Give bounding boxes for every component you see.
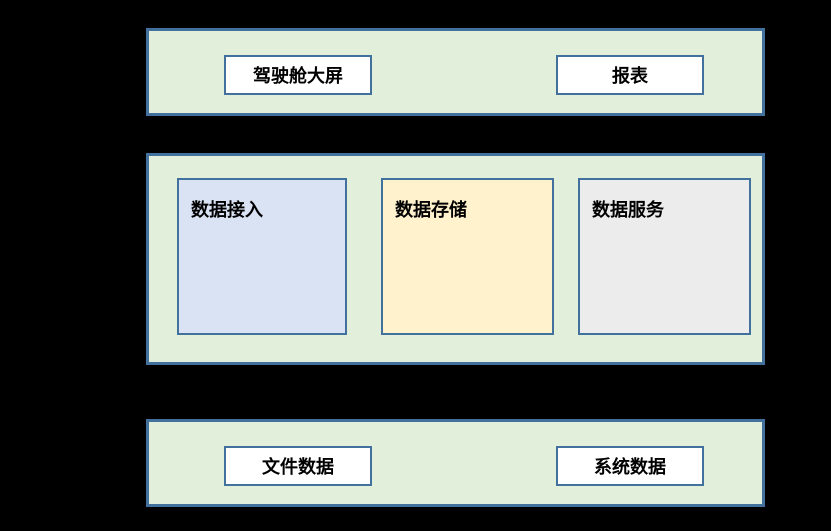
node-data-service: 数据服务 xyxy=(578,178,751,335)
node-data-service-label: 数据服务 xyxy=(592,200,664,221)
node-file-data-label: 文件数据 xyxy=(262,457,334,478)
panel-data-platform-layer: 数据接入 数据存储 数据服务 xyxy=(146,153,765,365)
node-file-data: 文件数据 xyxy=(224,446,372,486)
node-data-ingestion: 数据接入 xyxy=(177,178,347,335)
node-data-ingestion-label: 数据接入 xyxy=(191,200,263,221)
node-system-data: 系统数据 xyxy=(556,446,704,486)
node-dashboard-screen: 驾驶舱大屏 xyxy=(224,55,372,95)
node-data-storage: 数据存储 xyxy=(381,178,554,335)
node-data-storage-label: 数据存储 xyxy=(395,200,467,221)
panel-application-layer: 驾驶舱大屏 报表 xyxy=(146,28,765,116)
panel-data-source-layer: 文件数据 系统数据 xyxy=(146,419,765,507)
node-report-label: 报表 xyxy=(612,66,648,87)
node-report: 报表 xyxy=(556,55,704,95)
node-system-data-label: 系统数据 xyxy=(594,457,666,478)
node-dashboard-screen-label: 驾驶舱大屏 xyxy=(253,66,343,87)
